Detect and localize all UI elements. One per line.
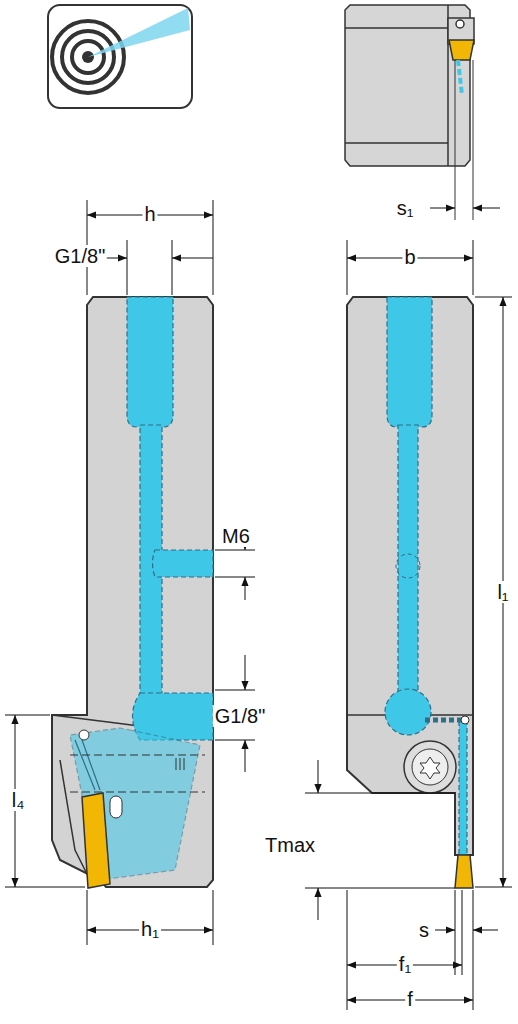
dimension-label: l₁	[495, 581, 510, 603]
side-view	[52, 297, 213, 888]
dimension-label: s₁	[395, 197, 416, 219]
top-view	[345, 5, 474, 220]
dimension-label: h	[142, 203, 157, 225]
dimension-lines	[5, 200, 512, 1010]
dimension-label: b	[402, 246, 417, 268]
dimension-label: f	[405, 988, 415, 1010]
application-icon	[48, 5, 192, 108]
dimension-label: G1/8"	[53, 245, 107, 267]
dimension-label: l₄	[10, 789, 27, 811]
dimension-label: s	[417, 919, 431, 941]
dimension-label: Tmax	[263, 834, 317, 856]
dimension-label: h₁	[139, 918, 161, 940]
dimension-label: f₁	[397, 953, 413, 975]
dimension-label: G1/8"	[213, 705, 267, 727]
front-view	[347, 297, 473, 888]
dimension-label: M6	[220, 525, 252, 547]
